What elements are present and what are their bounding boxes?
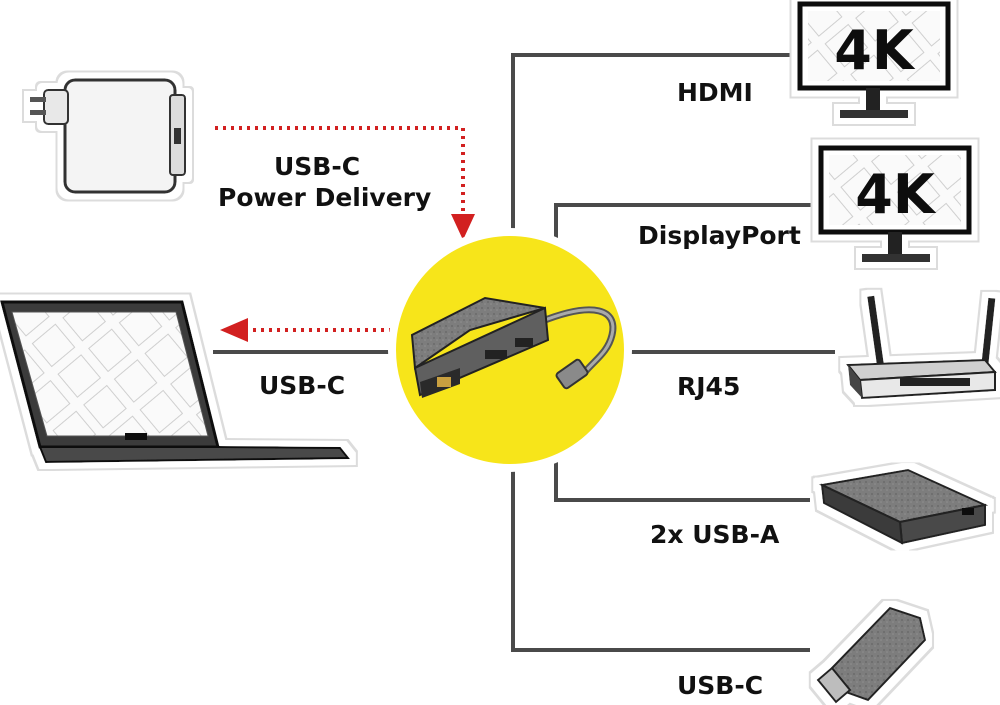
usbc-connector-line	[511, 460, 810, 652]
power-label-line-2: Power Delivery	[218, 183, 432, 212]
rj45-label: RJ45	[677, 372, 741, 401]
monitor-icon: 4K	[797, 1, 951, 118]
monitor-icon: 4K	[818, 145, 972, 262]
usb-c-adapter-icon	[816, 606, 927, 704]
usbc-label: USB-C	[677, 671, 764, 700]
hdmi-label: HDMI	[677, 78, 753, 107]
power-adapter-icon	[30, 78, 186, 194]
usba-label: 2x USB-A	[650, 520, 780, 549]
connector-lines	[213, 53, 835, 652]
hdmi-connector-line	[511, 53, 790, 238]
monitor-1-text: 4K	[834, 19, 916, 82]
external-drive-icon	[818, 468, 989, 545]
usb-c-hub-icon	[388, 228, 632, 472]
laptop-port-label: USB-C	[259, 371, 346, 400]
displayport-label: DisplayPort	[638, 221, 801, 250]
displayport-connector-line	[554, 203, 815, 238]
laptop-arrow	[220, 318, 392, 342]
usba-connector-line	[554, 450, 810, 502]
monitor-2-text: 4K	[855, 163, 937, 226]
router-icon	[845, 295, 998, 400]
laptop-icon	[0, 300, 351, 464]
power-label-line-1: USB-C	[274, 152, 361, 181]
power-arrow	[215, 126, 475, 240]
